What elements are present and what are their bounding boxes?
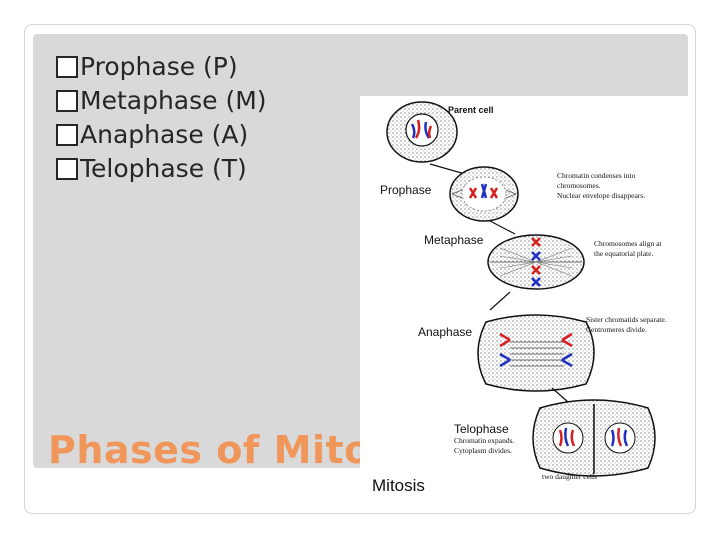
telophase-label: Telophase bbox=[454, 422, 509, 436]
square-bullet-icon bbox=[56, 56, 78, 78]
bullet-item-metaphase: Metaphase (M) bbox=[56, 84, 267, 118]
square-bullet-icon bbox=[56, 90, 78, 112]
metaphase-note-line: Chromosomes align at bbox=[594, 239, 662, 248]
metaphase-label: Metaphase bbox=[424, 233, 484, 247]
bullet-item-prophase: Prophase (P) bbox=[56, 50, 267, 84]
prophase-note-line: Chromatin condenses into bbox=[557, 171, 636, 180]
metaphase-note-line: the equatorial plate. bbox=[594, 249, 653, 258]
daughter-cells-label: two daughter cells bbox=[542, 472, 597, 481]
bullet-label: Metaphase (M) bbox=[80, 86, 267, 115]
bullet-label: Anaphase (A) bbox=[80, 120, 249, 149]
telophase-cells bbox=[532, 399, 656, 477]
prophase-note-line: Nuclear envelope disappears. bbox=[557, 191, 645, 200]
telophase-note-line: Cytoplasm divides. bbox=[454, 446, 512, 455]
diagram-caption: Mitosis bbox=[372, 476, 425, 495]
anaphase-cell bbox=[477, 314, 595, 392]
prophase-note-line: chromosomes. bbox=[557, 181, 601, 190]
bullet-item-telophase: Telophase (T) bbox=[56, 152, 267, 186]
anaphase-label: Anaphase bbox=[418, 325, 472, 339]
square-bullet-icon bbox=[56, 158, 78, 180]
anaphase-note-line: Centromeres divide. bbox=[586, 325, 647, 334]
bullet-label: Telophase (T) bbox=[80, 154, 247, 183]
mitosis-diagram-svg: Parent cell Prophase Chromatin condenses… bbox=[372, 101, 667, 495]
mitosis-diagram: Parent cell Prophase Chromatin condenses… bbox=[360, 96, 694, 498]
prophase-label: Prophase bbox=[380, 183, 432, 197]
parent-cell bbox=[386, 101, 458, 163]
prophase-cell bbox=[449, 166, 519, 222]
metaphase-cell bbox=[487, 234, 585, 290]
parent-cell-label: Parent cell bbox=[448, 105, 494, 115]
bullet-label: Prophase (P) bbox=[80, 52, 238, 81]
bullet-item-anaphase: Anaphase (A) bbox=[56, 118, 267, 152]
square-bullet-icon bbox=[56, 124, 78, 146]
telophase-note-line: Chromatin expands. bbox=[454, 436, 515, 445]
anaphase-note-line: Sister chromatids separate. bbox=[586, 315, 667, 324]
slide-title: Phases of Mitos bbox=[48, 428, 394, 472]
phase-bullet-list: Prophase (P) Metaphase (M) Anaphase (A) … bbox=[56, 50, 267, 186]
